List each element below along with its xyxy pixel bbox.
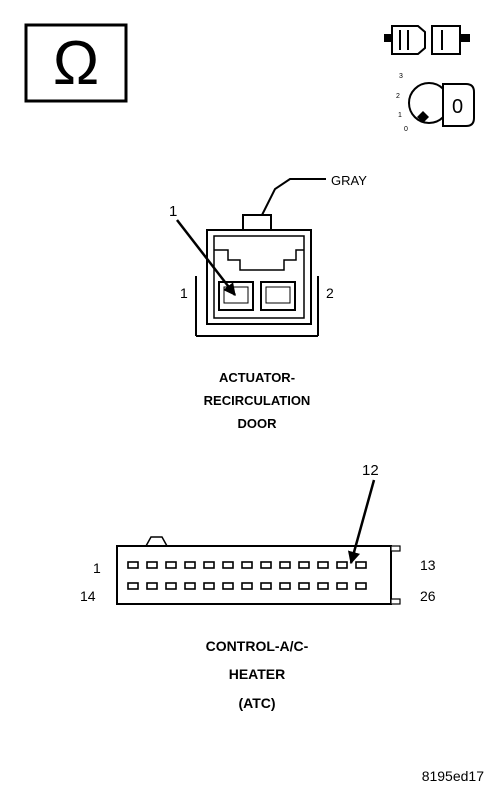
ignition-position-0: 0 — [404, 126, 408, 133]
ignition-position-2: 2 — [396, 93, 400, 100]
figure-id: 8195ed17 — [422, 768, 485, 784]
control-title-line-3: (ATC) — [238, 695, 275, 711]
actuator-title-line-2: RECIRCULATION — [204, 393, 311, 408]
actuator-connector: GRAY 1 1 2 — [169, 173, 367, 337]
pin-cavity-3 — [165, 561, 177, 569]
control-callout-number: 12 — [362, 462, 379, 479]
pin-cavity-5 — [203, 561, 215, 569]
pin-cavity-21 — [260, 582, 272, 590]
ignition-position-3: 3 — [399, 73, 403, 80]
actuator-pin-2-label: 2 — [326, 285, 334, 301]
actuator-title-line-3: DOOR — [238, 416, 278, 431]
pin-cavity-9 — [279, 561, 291, 569]
control-connector: 12 1 13 14 26 — [80, 462, 436, 605]
pin-cavity-15 — [146, 582, 158, 590]
pin-cavity-2 — [146, 561, 158, 569]
pin-cavity-10 — [298, 561, 310, 569]
pin-cavity-4 — [184, 561, 196, 569]
pin-cavity-23 — [298, 582, 310, 590]
pin-row-top — [127, 561, 367, 569]
pin-row-bottom — [127, 582, 367, 590]
pin-cavity-1 — [127, 561, 139, 569]
control-pin-1-label: 1 — [93, 560, 101, 576]
ignition-key-icon: 3 2 1 0 0 — [396, 73, 475, 133]
pin-cavity-12 — [336, 561, 348, 569]
disconnect-connector-icon — [384, 25, 470, 55]
control-title-line-2: HEATER — [229, 666, 286, 682]
wire-color-label: GRAY — [331, 173, 367, 188]
pin-cavity-11 — [317, 561, 329, 569]
pin-cavity-24 — [317, 582, 329, 590]
pin-cavity-26 — [355, 582, 367, 590]
actuator-pin-1-label: 1 — [180, 285, 188, 301]
control-pin-13-label: 13 — [420, 557, 436, 573]
ignition-position-1: 1 — [398, 112, 402, 119]
control-pin-14-label: 14 — [80, 588, 96, 604]
ohmmeter-icon: Ω — [24, 23, 128, 103]
actuator-callout-number: 1 — [169, 203, 177, 220]
pin-cavity-8 — [260, 561, 272, 569]
key-position-label: 0 — [452, 96, 463, 118]
pin-cavity-16 — [165, 582, 177, 590]
pin-cavity-25 — [336, 582, 348, 590]
control-pin-26-label: 26 — [420, 588, 436, 604]
pin-cavity-19 — [222, 582, 234, 590]
pin-cavity-7 — [241, 561, 253, 569]
pin-cavity-6 — [222, 561, 234, 569]
pin-cavity-13 — [355, 561, 367, 569]
pin-cavity-18 — [203, 582, 215, 590]
pin-cavity-14 — [127, 582, 139, 590]
ohm-symbol: Ω — [53, 29, 99, 98]
control-title-line-1: CONTROL-A/C- — [206, 638, 309, 654]
pin-cavity-20 — [241, 582, 253, 590]
pin-cavity-22 — [279, 582, 291, 590]
actuator-title-line-1: ACTUATOR- — [219, 370, 295, 385]
pin-cavity-17 — [184, 582, 196, 590]
